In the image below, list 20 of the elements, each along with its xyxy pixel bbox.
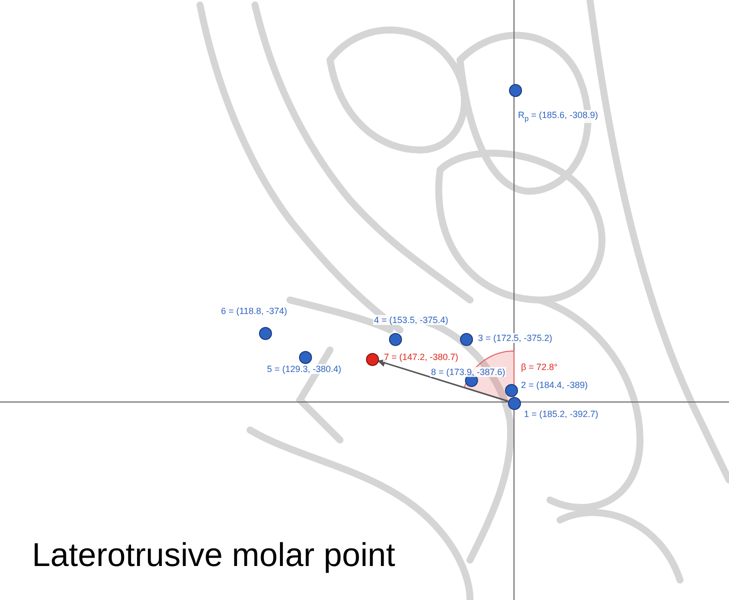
coordinate-label: 4 = (153.5, -375.4): [373, 315, 450, 325]
coordinate-label: 3 = (172.5, -375.2): [477, 333, 554, 343]
coordinate-label: 5 = (129.3, -380.4): [266, 364, 342, 374]
vector-arrow: [377, 359, 508, 402]
point-marker: [298, 350, 312, 364]
angle-label: β = 72.8°: [520, 362, 559, 372]
caption: Laterotrusive molar point: [32, 536, 396, 574]
point-marker: [366, 352, 378, 366]
point-marker: [460, 332, 472, 346]
point-marker: [508, 396, 520, 410]
coordinate-label: 7 = (147.2, -380.7): [383, 352, 460, 362]
coordinate-label: 6 = (118.8, -374): [220, 306, 288, 316]
point-marker: [258, 326, 272, 340]
coordinate-label: 2 = (184.4, -389): [520, 380, 589, 390]
point-marker: [504, 384, 518, 396]
coordinate-label: R$_{p}$ = (185.6, -308.9): [517, 110, 599, 123]
coordinate-label: 1 = (185.2, -392.7): [523, 409, 600, 419]
coordinate-label: 8 = (173.9, -387.6): [430, 367, 506, 377]
point-marker: [508, 84, 522, 96]
point-marker: [388, 332, 402, 346]
